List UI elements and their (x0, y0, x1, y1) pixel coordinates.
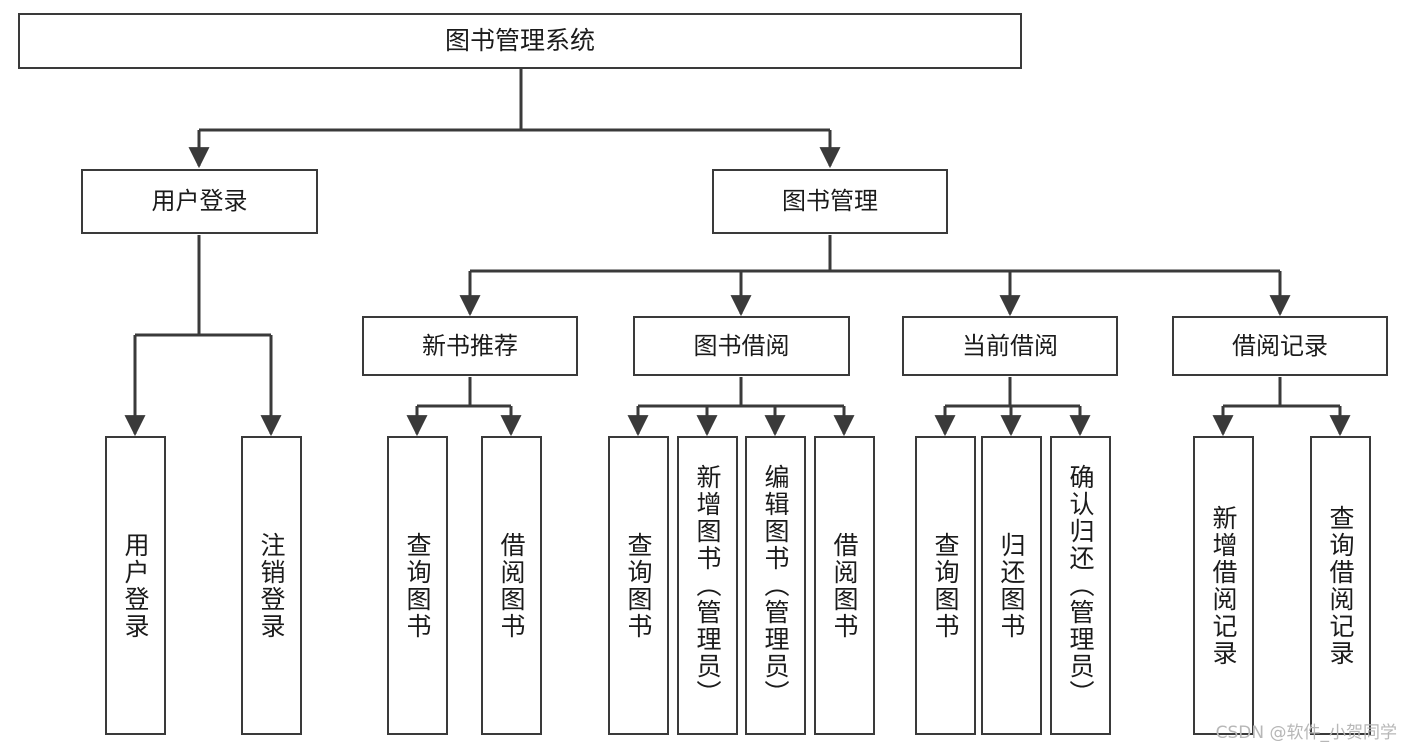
node-user-login-label: 用户登录 (151, 187, 248, 216)
node-leaf-record-query-record-label: 查询借阅记录 (1326, 504, 1355, 667)
node-current-borrow-label: 当前借阅 (962, 331, 1058, 360)
node-root-system-label: 图书管理系统 (444, 26, 595, 55)
node-book-borrow[interactable]: 图书借阅 (633, 316, 850, 376)
node-leaf-current-confirm-return-admin-label: 确认归还（管理员） (1066, 464, 1095, 707)
node-borrow-record-label: 借阅记录 (1232, 331, 1328, 360)
node-leaf-current-query-book-label: 查询图书 (931, 531, 960, 640)
node-leaf-newbook-query-book[interactable]: 查询图书 (387, 436, 448, 735)
node-new-book-recommend-label: 新书推荐 (422, 331, 518, 360)
node-new-book-recommend[interactable]: 新书推荐 (362, 316, 578, 376)
node-current-borrow[interactable]: 当前借阅 (902, 316, 1118, 376)
node-leaf-user-login-label: 用户登录 (121, 531, 150, 640)
node-leaf-current-query-book[interactable]: 查询图书 (915, 436, 976, 735)
node-leaf-newbook-borrow-book-label: 借阅图书 (497, 531, 526, 640)
node-leaf-logout[interactable]: 注销登录 (241, 436, 302, 735)
node-leaf-current-return-book-label: 归还图书 (997, 531, 1026, 640)
node-leaf-borrow-query-book[interactable]: 查询图书 (608, 436, 669, 735)
node-leaf-current-return-book[interactable]: 归还图书 (981, 436, 1042, 735)
node-user-login[interactable]: 用户登录 (81, 169, 318, 234)
node-leaf-logout-label: 注销登录 (257, 531, 286, 640)
node-leaf-newbook-query-book-label: 查询图书 (403, 531, 432, 640)
node-leaf-borrow-query-book-label: 查询图书 (624, 531, 653, 640)
node-leaf-borrow-borrow-book-label: 借阅图书 (830, 531, 859, 640)
node-leaf-borrow-add-book-admin[interactable]: 新增图书（管理员） (677, 436, 738, 735)
node-book-manage[interactable]: 图书管理 (712, 169, 948, 234)
node-leaf-newbook-borrow-book[interactable]: 借阅图书 (481, 436, 542, 735)
node-leaf-borrow-edit-book-admin-label: 编辑图书（管理员） (761, 464, 790, 707)
node-root-system[interactable]: 图书管理系统 (18, 13, 1022, 69)
node-leaf-borrow-edit-book-admin[interactable]: 编辑图书（管理员） (745, 436, 806, 735)
node-leaf-record-query-record[interactable]: 查询借阅记录 (1310, 436, 1371, 735)
node-leaf-current-confirm-return-admin[interactable]: 确认归还（管理员） (1050, 436, 1111, 735)
node-book-manage-label: 图书管理 (782, 187, 878, 216)
node-leaf-borrow-borrow-book[interactable]: 借阅图书 (814, 436, 875, 735)
node-leaf-record-add-record-label: 新增借阅记录 (1209, 504, 1238, 667)
node-book-borrow-label: 图书借阅 (693, 331, 790, 360)
node-leaf-record-add-record[interactable]: 新增借阅记录 (1193, 436, 1254, 735)
node-leaf-borrow-add-book-admin-label: 新增图书（管理员） (693, 464, 722, 707)
node-borrow-record[interactable]: 借阅记录 (1172, 316, 1388, 376)
node-leaf-user-login[interactable]: 用户登录 (105, 436, 166, 735)
csdn-watermark: CSDN @软件_小贺同学 (1215, 723, 1397, 743)
